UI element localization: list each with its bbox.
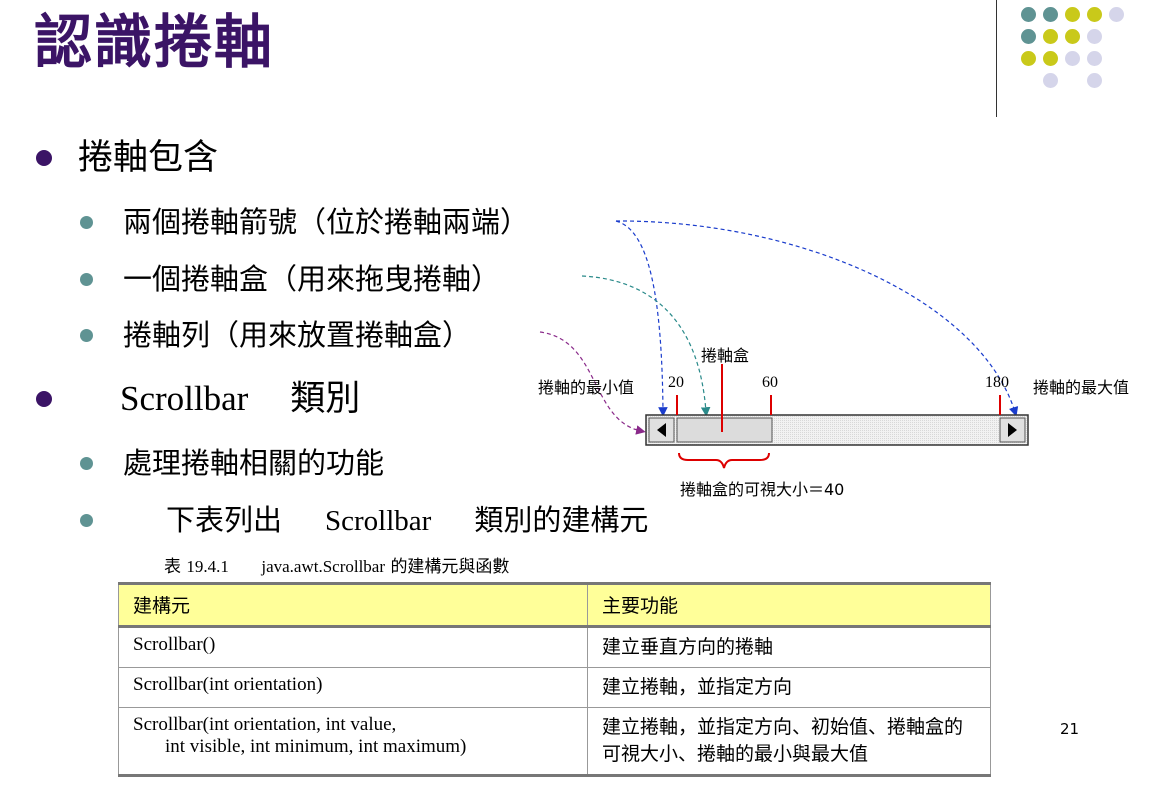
bullet-text: 類別 — [290, 379, 361, 419]
caption-class: java.awt.Scrollbar — [261, 557, 386, 576]
cell-constructor: Scrollbar(int orientation, int value, in… — [118, 707, 588, 776]
dot — [1043, 29, 1058, 44]
dot — [1021, 29, 1036, 44]
page-number: 21 — [1060, 720, 1080, 738]
dot — [1043, 51, 1058, 66]
dot — [1021, 7, 1036, 22]
page-title: 認識捲軸 — [34, 8, 275, 76]
table-header-row: 建構元 主要功能 — [118, 583, 991, 628]
label-min: 捲軸的最小值 — [538, 378, 635, 397]
decorative-dots — [1015, 4, 1135, 94]
cell-function: 建立捲軸，並指定方向、初始值、捲軸盒的可視大小、捲軸的最小與最大值 — [587, 707, 991, 776]
sub-bullet-text: 捲軸列（用來放置捲軸盒） — [123, 318, 472, 352]
label-tick-60: 60 — [762, 374, 778, 391]
dot — [1065, 29, 1080, 44]
header-function: 主要功能 — [587, 583, 991, 628]
dot — [1109, 7, 1124, 22]
sub-bullet-text: 類別的建構元 — [474, 503, 649, 537]
bullet-text-latin: Scrollbar — [120, 379, 249, 418]
caption-suffix: 的建構元與函數 — [390, 557, 510, 577]
cell-text: Scrollbar(int orientation, int value, — [133, 714, 397, 735]
table-row: Scrollbar(int orientation) 建立捲軸，並指定方向 — [118, 667, 991, 708]
connector-thumb — [581, 275, 711, 417]
connector-arrows-left — [615, 220, 668, 417]
sub-bullet-text: 一個捲軸盒（用來拖曳捲軸） — [123, 262, 501, 296]
cell-constructor: Scrollbar(int orientation) — [118, 667, 588, 708]
bullet-scrollbar-contains: 捲軸包含 — [36, 136, 218, 180]
table-row: Scrollbar(int orientation, int value, in… — [118, 707, 991, 776]
dot — [1087, 29, 1102, 44]
cell-text-cont: int visible, int minimum, int maximum) — [165, 736, 467, 757]
cell-function: 建立垂直方向的捲軸 — [587, 626, 991, 668]
dot — [1087, 7, 1102, 22]
sub-bullet: 兩個捲軸箭號（位於捲軸兩端） — [80, 202, 529, 242]
dot — [1021, 51, 1036, 66]
connector-arrows-right — [615, 220, 1019, 417]
sub-bullet: 下表列出 Scrollbar 類別的建構元 — [80, 500, 648, 541]
scrollbar-thumb — [676, 417, 773, 443]
constructor-table: 建構元 主要功能 Scrollbar() 建立垂直方向的捲軸 Scrollbar… — [118, 582, 991, 777]
cell-text: Scrollbar() — [133, 634, 216, 655]
dot — [1065, 7, 1080, 22]
sub-bullet-text: 處理捲軸相關的功能 — [123, 446, 385, 480]
sub-bullet-text-latin: Scrollbar — [325, 505, 432, 537]
caption-prefix: 表 — [164, 557, 181, 577]
table-row: Scrollbar() 建立垂直方向的捲軸 — [118, 626, 991, 668]
caption-number: 19.4.1 — [186, 557, 229, 576]
cell-constructor: Scrollbar() — [118, 626, 588, 668]
dot — [1087, 51, 1102, 66]
sub-bullet: 一個捲軸盒（用來拖曳捲軸） — [80, 259, 500, 299]
cell-function: 建立捲軸，並指定方向 — [587, 667, 991, 708]
sub-bullet-text: 兩個捲軸箭號（位於捲軸兩端） — [123, 205, 530, 239]
sub-bullet-text: 下表列出 — [166, 503, 283, 537]
visible-size-brace — [678, 452, 770, 469]
dot — [1087, 73, 1102, 88]
label-visible-size: 捲軸盒的可視大小＝40 — [680, 480, 845, 499]
dot — [1043, 7, 1058, 22]
header-divider — [996, 0, 997, 117]
label-thumb: 捲軸盒 — [701, 346, 750, 365]
bullet-text: 捲軸包含 — [78, 138, 219, 178]
dot — [1043, 73, 1058, 88]
label-tick-180: 180 — [985, 374, 1009, 391]
header-constructor: 建構元 — [118, 583, 588, 628]
right-arrow-icon — [1008, 423, 1017, 437]
sub-bullet: 捲軸列（用來放置捲軸盒） — [80, 315, 471, 355]
cell-text: Scrollbar(int orientation) — [133, 674, 323, 695]
label-max: 捲軸的最大值 — [1033, 378, 1130, 397]
dot — [1065, 51, 1080, 66]
sub-bullet: 處理捲軸相關的功能 — [80, 443, 384, 483]
left-arrow-icon — [657, 423, 666, 437]
label-tick-20: 20 — [668, 374, 684, 391]
bullet-scrollbar-class: Scrollbar 類別 — [36, 377, 360, 421]
table-caption: 表 19.4.1 java.awt.Scrollbar 的建構元與函數 — [164, 552, 509, 577]
